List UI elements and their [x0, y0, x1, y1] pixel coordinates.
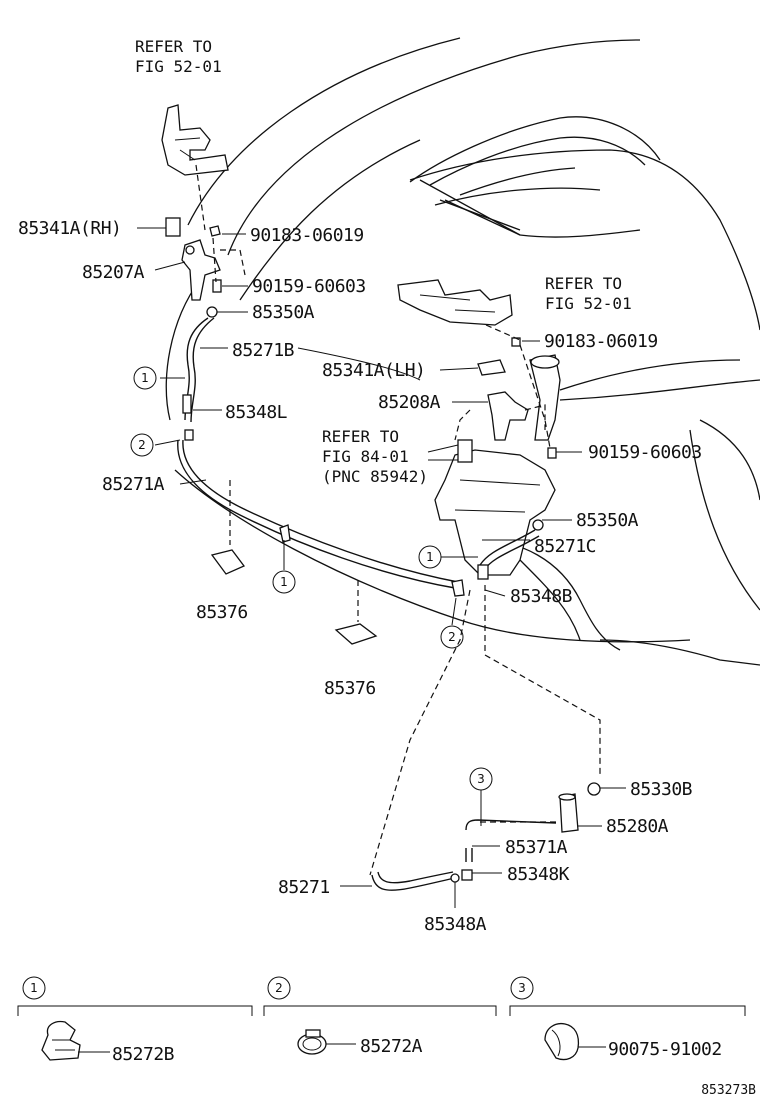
legend-item-3-part: 90075-91002: [608, 1039, 722, 1060]
label-85376-a: 85376: [196, 602, 248, 623]
callout-1-c: 1: [280, 575, 288, 589]
part-labels: 85341A(RH) 90183-06019 85207A 90159-6060…: [18, 218, 702, 935]
legend-item-1-part: 85272B: [112, 1044, 174, 1065]
label-85348K: 85348K: [507, 864, 570, 885]
vehicle-body-outline: [165, 37, 760, 666]
ref-fig84-line3: (PNC 85942): [322, 467, 428, 486]
legend-item-1-number: 1: [30, 981, 38, 995]
washer-reservoir: [434, 354, 561, 576]
label-85341A-LH: 85341A(LH): [322, 360, 425, 381]
ref-fig52-mid-line1: REFER TO: [545, 274, 622, 293]
legend-item-3-number: 3: [518, 981, 526, 995]
callout-3: 3: [477, 772, 485, 786]
hood-scoop: [409, 116, 661, 236]
label-85271C: 85271C: [534, 536, 596, 557]
bracket-top-left: [161, 104, 229, 176]
label-85350A-left: 85350A: [252, 302, 315, 323]
ref-fig84-line1: REFER TO: [322, 427, 399, 446]
nozzle-rh: [165, 217, 221, 301]
label-85271A: 85271A: [102, 474, 165, 495]
legend: [17, 976, 746, 1061]
label-90183-06019-right: 90183-06019: [544, 331, 658, 352]
label-85341A-RH: 85341A(RH): [18, 218, 121, 239]
label-85350A-right: 85350A: [576, 510, 639, 531]
label-90183-06019-left: 90183-06019: [250, 225, 364, 246]
label-85371A: 85371A: [505, 837, 568, 858]
callout-circles: [130, 366, 493, 791]
label-85280A: 85280A: [606, 816, 669, 837]
label-85348B: 85348B: [510, 586, 572, 607]
legend-item-2-part: 85272A: [360, 1036, 423, 1057]
label-85348L: 85348L: [225, 402, 288, 423]
callout-1-b: 1: [426, 550, 434, 564]
label-85208A: 85208A: [378, 392, 441, 413]
label-85271: 85271: [278, 877, 330, 898]
legend-item-2-number: 2: [275, 981, 283, 995]
label-85330B: 85330B: [630, 779, 692, 800]
assembly-lines: [195, 164, 601, 876]
small-parts: [182, 225, 601, 883]
ref-fig52-mid-line2: FIG 52-01: [545, 294, 632, 313]
callout-1-a: 1: [141, 371, 149, 385]
label-85207A: 85207A: [82, 262, 145, 283]
label-90159-60603-right: 90159-60603: [588, 442, 702, 463]
label-85376-b: 85376: [324, 678, 376, 699]
label-85271B: 85271B: [232, 340, 294, 361]
ref-fig52-top-line1: REFER TO: [135, 37, 212, 56]
diagram-id: 853273B: [701, 1083, 756, 1098]
callout-2-b: 2: [448, 630, 456, 644]
ref-fig84-line2: FIG 84-01: [322, 447, 409, 466]
label-90159-60603-left: 90159-60603: [252, 276, 366, 297]
nozzle-lh: [457, 359, 529, 463]
callout-2-a: 2: [138, 438, 146, 452]
bracket-mid-right: [397, 279, 513, 326]
leader-lines: [137, 227, 626, 908]
ref-fig52-top-line2: FIG 52-01: [135, 57, 222, 76]
label-85348A: 85348A: [424, 914, 487, 935]
